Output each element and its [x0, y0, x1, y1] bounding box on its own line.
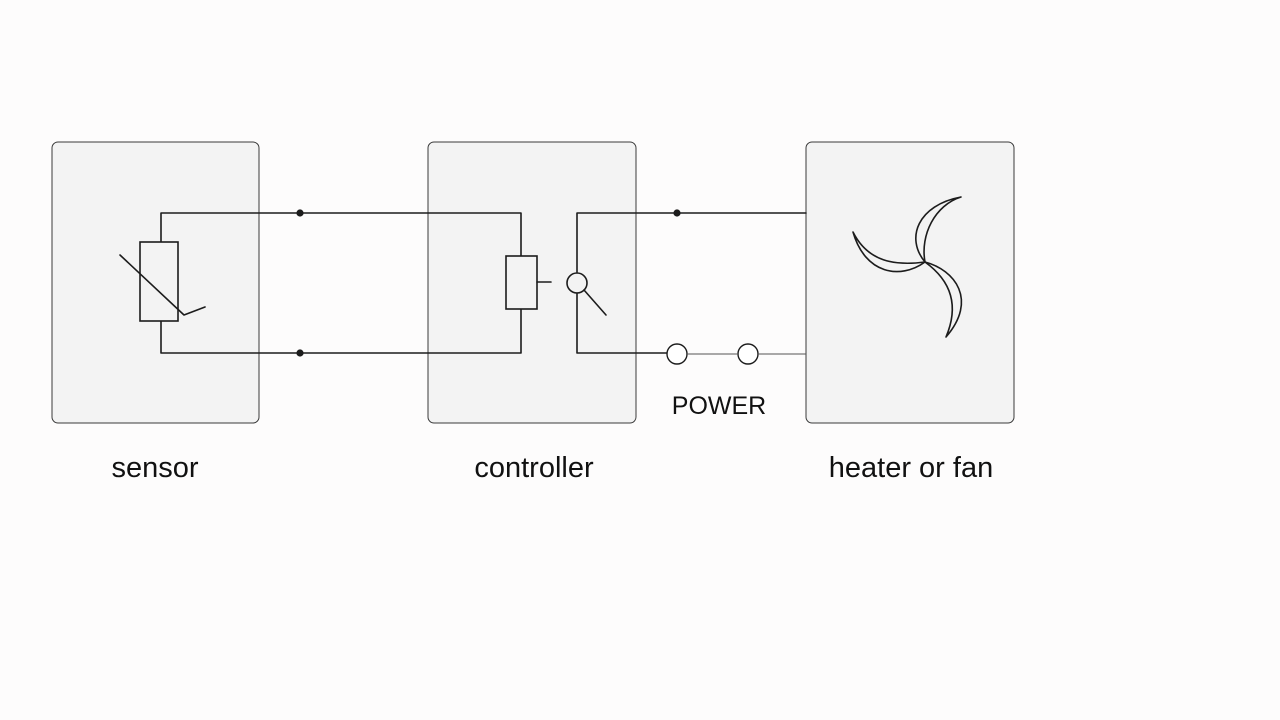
load-label: heater or fan — [829, 452, 993, 484]
sensor-label: sensor — [111, 452, 198, 484]
power-terminals: POWER — [666, 343, 806, 420]
power-label: POWER — [672, 392, 766, 420]
junction-dot — [296, 349, 304, 357]
fan-icon — [852, 196, 963, 338]
power-terminal — [737, 343, 759, 365]
relay-coil-icon — [505, 255, 552, 310]
junction-dot — [673, 209, 681, 217]
sensor-wires — [160, 209, 522, 357]
junction-dot — [296, 209, 304, 217]
relay-switch-icon — [566, 209, 807, 354]
thermistor-icon — [119, 241, 206, 322]
load-block — [805, 141, 1015, 424]
power-terminal — [666, 343, 688, 365]
controller-label: controller — [474, 452, 594, 484]
